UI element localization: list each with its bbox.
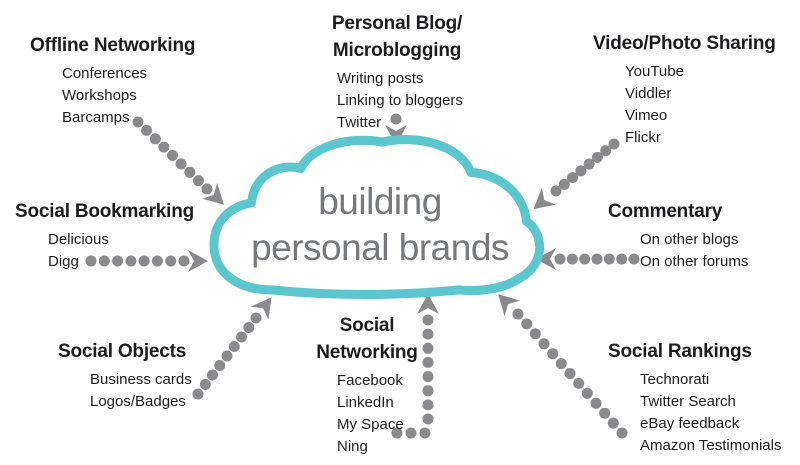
group-title: Video/Photo Sharing (593, 33, 776, 54)
list-item: YouTube (625, 63, 684, 80)
group-offline-networking: Offline Networking Conferences Workshops… (30, 32, 195, 129)
list-item: Flickr (625, 129, 661, 146)
list-item: Conferences (62, 65, 148, 82)
arrow-social-objects-icon (192, 297, 272, 400)
list-item: My Space (337, 416, 404, 433)
list-item: Twitter Search (640, 393, 736, 410)
group-title: Personal Blog/ Microblogging (331, 13, 463, 61)
list-item: eBay feedback (640, 415, 740, 432)
list-item: Ning (337, 438, 368, 455)
list-item: Viddler (625, 85, 672, 102)
group-items: Writing posts Linking to bloggers Twitte… (318, 68, 476, 134)
arrow-social-rankings-icon (498, 294, 628, 439)
list-item: Linking to bloggers (337, 92, 463, 109)
list-item: Digg (48, 253, 79, 270)
list-item: On other blogs (640, 231, 739, 248)
list-item: Facebook (337, 372, 403, 389)
group-video-photo-sharing: Video/Photo Sharing YouTube Viddler Vime… (593, 30, 776, 149)
group-title: Social Rankings (608, 341, 752, 362)
group-items: YouTube Viddler Vimeo Flickr (593, 61, 776, 149)
group-items: Technorati Twitter Search eBay feedback … (608, 369, 781, 457)
group-social-rankings: Social Rankings Technorati Twitter Searc… (608, 338, 781, 457)
group-title: Social Networking (316, 315, 418, 363)
list-item: Vimeo (625, 107, 668, 124)
list-item: Delicious (48, 231, 109, 248)
list-item: On other forums (640, 253, 749, 270)
list-item: Amazon Testimonials (640, 437, 782, 454)
group-title: Offline Networking (30, 35, 196, 56)
list-item: Technorati (640, 371, 710, 388)
group-social-objects: Social Objects Business cards Logos/Badg… (58, 338, 192, 413)
group-items: Conferences Workshops Barcamps (30, 63, 195, 129)
group-social-networking: Social Networking Facebook LinkedIn My S… (308, 312, 426, 458)
list-item: Barcamps (62, 109, 130, 126)
cloud-title-line2: personal brands (251, 227, 509, 268)
group-items: On other blogs On other forums (608, 229, 748, 273)
group-items: Delicious Digg (15, 229, 194, 273)
group-title: Social Bookmarking (15, 201, 195, 222)
list-item: Logos/Badges (90, 393, 186, 410)
cloud-title: building personal brands (212, 138, 548, 298)
cloud-outline (209, 135, 545, 300)
list-item: Twitter (337, 114, 382, 131)
group-commentary: Commentary On other blogs On other forum… (608, 198, 748, 273)
group-title: Social Objects (58, 341, 187, 362)
group-title: Commentary (608, 201, 723, 222)
list-item: Writing posts (337, 70, 424, 87)
group-personal-blog-microblogging: Personal Blog/ Microblogging Writing pos… (318, 10, 476, 134)
group-items: Business cards Logos/Badges (58, 369, 192, 413)
cloud-icon (209, 135, 545, 300)
list-item: LinkedIn (337, 394, 394, 411)
group-social-bookmarking: Social Bookmarking Delicious Digg (15, 198, 194, 273)
brand-cloud: building personal brands (209, 135, 548, 300)
list-item: Workshops (62, 87, 137, 104)
group-items: Facebook LinkedIn My Space Ning (308, 370, 426, 458)
list-item: Business cards (90, 371, 192, 388)
cloud-title-line1: building (318, 181, 442, 222)
